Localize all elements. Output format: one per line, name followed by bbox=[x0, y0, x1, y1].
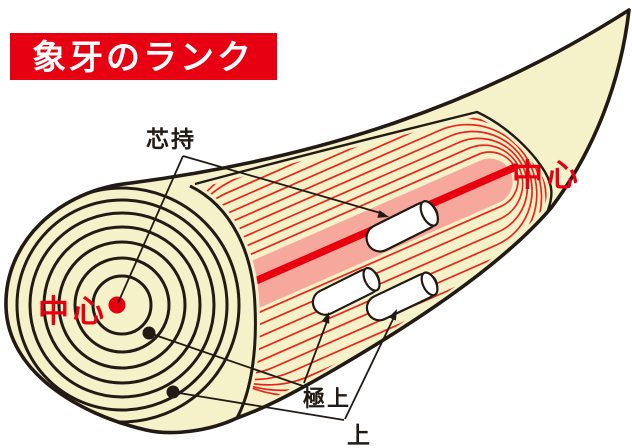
label-jo: 上 bbox=[347, 422, 370, 448]
arrowhead-shinmochi bbox=[377, 210, 389, 218]
arrowhead-jo bbox=[388, 309, 397, 321]
leader-gokujo-to-dot bbox=[148, 332, 304, 387]
cut-face-edge-top bbox=[194, 110, 553, 211]
leader-jo-to-cylinder bbox=[344, 312, 397, 420]
label-shinmochi: 芯持 bbox=[146, 126, 196, 152]
seal-blank-superior bbox=[365, 271, 439, 322]
leader-gokujo-to-cylinder bbox=[303, 315, 330, 384]
leader-shinmochi-to-cylinder bbox=[182, 155, 385, 215]
leader-shinmochi-to-center bbox=[117, 155, 184, 304]
leader-jo-to-dot bbox=[172, 391, 345, 421]
tusk-outline bbox=[4, 8, 631, 435]
center-dot bbox=[108, 296, 126, 314]
page-title: 象牙のランク bbox=[32, 39, 254, 77]
zone-dot-superior bbox=[166, 385, 180, 399]
zone-dot-finest bbox=[142, 326, 156, 340]
arrowhead-gokujo bbox=[321, 312, 330, 324]
label-center-left: 中心 bbox=[38, 294, 108, 329]
cut-face-edge-butt bbox=[189, 184, 257, 419]
title-banner bbox=[10, 33, 277, 80]
label-center-right: 中心 bbox=[512, 158, 582, 193]
seal-blank-finest bbox=[311, 266, 381, 316]
label-gokujo: 極上 bbox=[303, 386, 351, 411]
seal-blank-core bbox=[365, 200, 439, 253]
